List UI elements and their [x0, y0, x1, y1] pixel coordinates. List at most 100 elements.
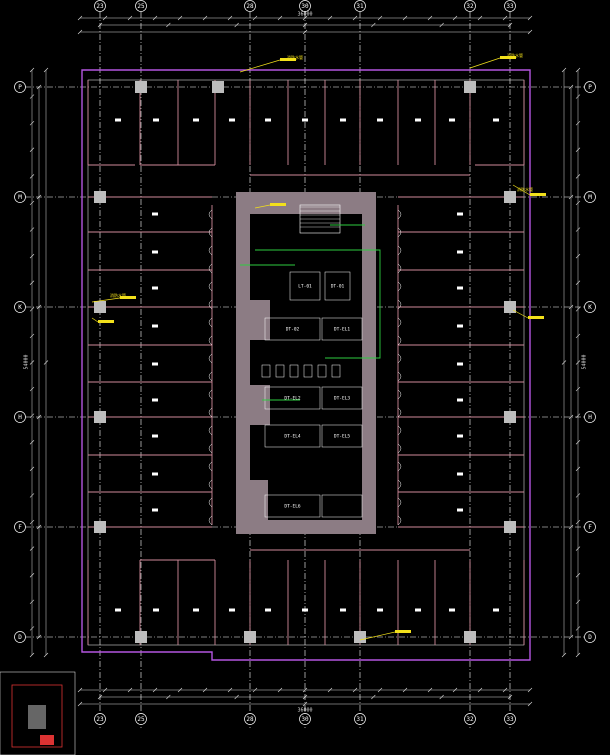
right-edge-arc	[397, 371, 402, 382]
bottom-dim-chain-1-tick-13	[402, 687, 408, 693]
top-dim-chain-1-tick-13	[402, 15, 408, 21]
right-axis-label-1: M	[588, 194, 592, 201]
core-label-6: DT-EL4	[284, 434, 301, 440]
stall-marker-25	[152, 324, 158, 328]
right-edge-arc	[397, 425, 402, 436]
left-edge-arc	[208, 497, 213, 508]
core-block-l2	[245, 385, 270, 425]
top-dim-chain-2-tick-2	[234, 22, 239, 28]
top-dim-chain-1-tick-7	[252, 15, 258, 21]
stall-marker-24	[152, 286, 158, 290]
left-axis-label-2-bubble	[14, 301, 26, 313]
top-dim-chain-1-tick-2	[127, 15, 133, 21]
yellow-leader-2	[512, 184, 531, 196]
top-axis-label-4: 31	[356, 3, 364, 10]
core-bottom-wall	[236, 520, 376, 534]
yellow-leader-tag-2	[530, 193, 546, 196]
wall-partitions	[87, 80, 525, 645]
left-axis-label-2: K	[18, 304, 22, 311]
bottom-axis-label-0: 23	[96, 716, 104, 723]
right-edge-arc	[397, 407, 402, 418]
stall-marker-38	[457, 472, 463, 476]
left-axis-label-1: M	[18, 194, 22, 201]
stall-marker-18	[377, 608, 383, 612]
core-label-3: DT-EL1	[334, 327, 351, 333]
fixture-3	[303, 364, 313, 378]
left-dim-chain-1-tick-8	[29, 280, 35, 285]
stall-marker-21	[493, 608, 499, 612]
right-dim-chain-3-tick-2	[561, 652, 567, 658]
stall-marker-29	[152, 472, 158, 476]
left-axis-label-5-bubble	[14, 631, 26, 643]
top-dim-chain-1-tick-14	[427, 15, 433, 21]
bottom-axis-label-2: 28	[246, 716, 254, 723]
top-dim-chain-2-tick-5	[439, 22, 444, 28]
left-edge-arc	[208, 281, 213, 292]
bottom-axis-label-3: 30	[301, 716, 309, 723]
top-dim-chain-1-tick-12	[377, 15, 383, 21]
top-dim-chain-1-tick-5	[202, 15, 208, 21]
top-dim-chain-1-tick-0	[77, 15, 83, 21]
fixture-1	[275, 364, 285, 378]
top-axis-label-0-bubble	[94, 0, 106, 12]
shaft-7	[321, 424, 363, 448]
bottom-dim-chain-1-tick-14	[427, 687, 433, 693]
right-dim-chain-1-tick-19	[575, 573, 581, 578]
core-label-1: DT-01	[331, 284, 345, 290]
bottom-dim-chain-1-tick-8	[277, 687, 283, 693]
left-dim-chain-1-tick-16	[29, 493, 35, 498]
column-9	[94, 521, 106, 533]
stall-marker-15	[265, 608, 271, 612]
bottom-dim-chain-3-tick-2	[527, 701, 533, 707]
bottom-dim-chain-1-tick-15	[452, 687, 458, 693]
right-dim-chain-1-tick-17	[575, 519, 581, 525]
left-dim-chain-1-tick-10	[29, 333, 35, 339]
left-edge-arc	[208, 317, 213, 328]
stall-marker-30	[152, 508, 158, 512]
column-3	[94, 191, 106, 203]
top-dim-chain-1-tick-16	[477, 15, 483, 21]
right-edge-arc	[397, 299, 402, 310]
right-dim-chain-1-tick-14	[575, 440, 581, 445]
right-edge-arc	[397, 461, 402, 472]
stall-marker-28	[152, 434, 158, 438]
stall-marker-39	[457, 508, 463, 512]
right-axis-label-2-bubble	[584, 301, 596, 313]
top-axis-label-6: 33	[506, 3, 514, 10]
stall-marker-34	[457, 324, 463, 328]
core-top-wall	[236, 192, 376, 214]
shaft-2	[264, 317, 321, 341]
left-dim-chain-1-tick-5	[29, 200, 35, 206]
left-axis-label-5: D	[18, 634, 22, 641]
bottom-dim-chain-1-tick-17	[502, 687, 508, 693]
top-dim-chain-2-tick-1	[166, 22, 171, 28]
right-edge-arc	[397, 245, 402, 256]
right-dim-chain-2-tick-3	[568, 414, 574, 420]
fixture-4	[317, 364, 327, 378]
top-axis-label-3-bubble	[299, 0, 311, 12]
left-dim-chain-1-tick-18	[29, 546, 35, 551]
top-axis-label-5-bubble	[464, 0, 476, 12]
shaft-1	[324, 271, 351, 301]
right-axis-label-2: K	[588, 304, 592, 311]
core-label-5: DT-EL3	[334, 396, 351, 402]
yellow-leader-tag-1	[500, 56, 516, 59]
green-annotation-lines	[240, 224, 381, 401]
stall-marker-22	[152, 212, 158, 216]
top-dim-chain-3-tick-2	[527, 29, 533, 35]
top-dim-chain-1-tick-1	[102, 15, 108, 21]
bottom-dim-chain-1-tick-11	[352, 687, 358, 693]
fixture-5	[331, 364, 341, 378]
bottom-dim-chain-1-tick-0	[77, 687, 83, 693]
bottom-dim-chain-1-tick-4	[177, 687, 183, 693]
top-dim-chain-2-tick-4	[371, 22, 376, 28]
left-edge-arc	[208, 371, 213, 382]
right-dim-chain-1-tick-18	[575, 546, 581, 551]
building-boundary	[81, 69, 531, 661]
bottom-axis-label-1-bubble	[135, 713, 147, 725]
right-edge-arc	[397, 281, 402, 292]
fixture-0	[261, 364, 271, 378]
left-edge-arc	[208, 479, 213, 490]
left-edge-arc	[208, 389, 213, 400]
stall-marker-13	[193, 608, 199, 612]
